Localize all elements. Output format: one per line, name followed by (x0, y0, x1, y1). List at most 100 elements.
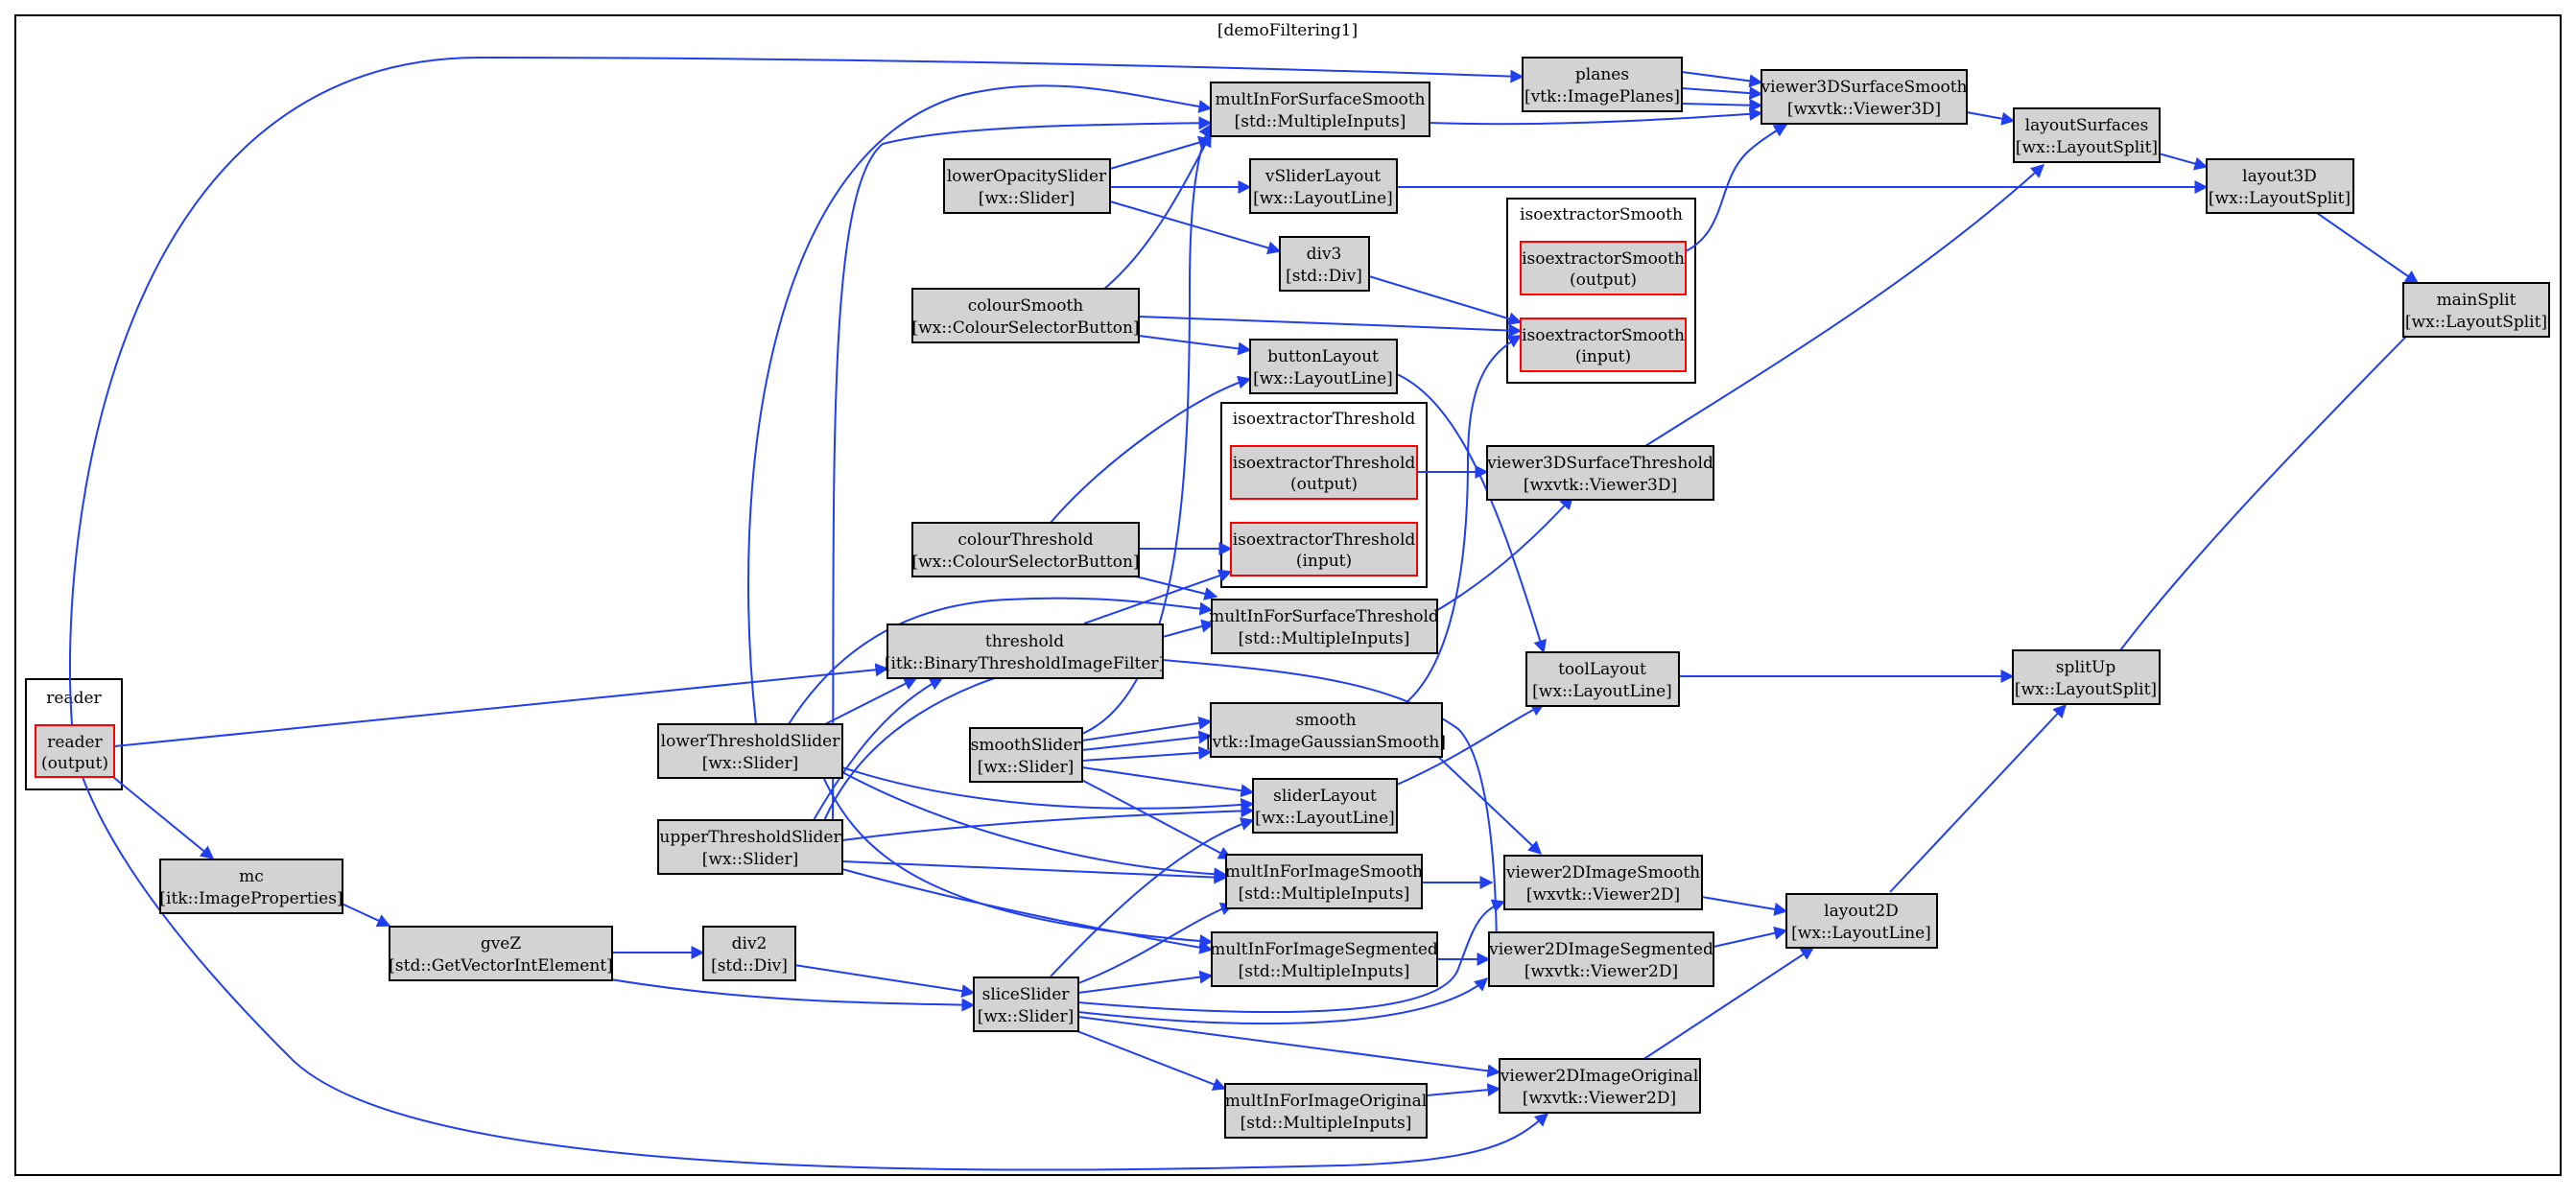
svg-text:(output): (output) (41, 754, 108, 773)
node-reader-output[interactable]: reader (output) (35, 724, 115, 778)
node-div3[interactable]: div3 [std::Div] (1279, 236, 1370, 292)
node-splitUp[interactable]: splitUp [wx::LayoutSplit] (2012, 649, 2161, 705)
svg-text:[wx::ColourSelectorButton]: [wx::ColourSelectorButton] (911, 553, 1139, 572)
node-layoutSurfaces[interactable]: layoutSurfaces [wx::LayoutSplit] (2013, 107, 2161, 163)
node-viewer2DImageOriginal[interactable]: viewer2DImageOriginal [wxvtk::Viewer2D] (1499, 1058, 1701, 1114)
node-layout2D[interactable]: layout2D [wx::LayoutLine] (1785, 893, 1938, 949)
node-layout3D[interactable]: layout3D [wx::LayoutSplit] (2206, 158, 2354, 214)
node-isoextractorSmooth-input[interactable]: isoextractorSmooth (input) (1520, 318, 1687, 372)
node-multInForSurfaceSmooth[interactable]: multInForSurfaceSmooth [std::MultipleInp… (1210, 82, 1430, 137)
edge-upperThresholdSlider-threshold (813, 677, 944, 821)
edge-colourThreshold-buttonLayout (1050, 375, 1252, 524)
edge-mc-gveZ (341, 903, 391, 928)
edge-smoothSlider-multInForImageSmooth (1072, 774, 1233, 859)
edge-smooth-isoSmooth_in (1400, 335, 1523, 708)
node-planes[interactable]: planes [vtk::ImagePlanes] (1522, 57, 1683, 112)
edge-planes-viewer3DSurfaceSmooth-a (1681, 71, 1763, 88)
svg-text:[std::MultipleInputs]: [std::MultipleInputs] (1239, 884, 1410, 904)
svg-text:[vtk::ImageGaussianSmooth]: [vtk::ImageGaussianSmooth] (1206, 733, 1446, 752)
svg-text:(output): (output) (1570, 271, 1637, 290)
node-smoothSlider[interactable]: smoothSlider [wx::Slider] (969, 727, 1083, 783)
svg-text:sliceSlider: sliceSlider (982, 985, 1071, 1004)
svg-text:colourSmooth: colourSmooth (968, 296, 1084, 316)
svg-text:gveZ: gveZ (481, 934, 522, 953)
cluster-label-isoextractorThreshold: isoextractorThreshold (1233, 410, 1416, 429)
edge-viewer3DSurfaceSmooth-layoutSurfaces (1966, 111, 2016, 126)
edge-reader-planes (68, 56, 1524, 725)
node-viewer3DSurfaceSmooth[interactable]: viewer3DSurfaceSmooth [wxvtk::Viewer3D] (1760, 69, 1968, 125)
svg-text:layout3D: layout3D (2242, 167, 2317, 186)
svg-text:[wx::LayoutSplit]: [wx::LayoutSplit] (2209, 189, 2351, 208)
svg-text:smoothSlider: smoothSlider (971, 736, 1082, 755)
svg-text:[wx::Slider]: [wx::Slider] (702, 850, 798, 869)
node-colourThreshold[interactable]: colourThreshold [wx::ColourSelectorButto… (911, 522, 1140, 577)
svg-text:[wxvtk::Viewer3D]: [wxvtk::Viewer3D] (1524, 476, 1677, 495)
svg-text:mainSplit: mainSplit (2437, 291, 2517, 310)
svg-text:[vtk::ImagePlanes]: [vtk::ImagePlanes] (1524, 87, 1680, 106)
node-threshold[interactable]: threshold [itk::BinaryThresholdImageFilt… (885, 624, 1165, 679)
node-vSliderLayout[interactable]: vSliderLayout [wx::LayoutLine] (1249, 158, 1398, 214)
edge-threshold-isoThreshold_in (1083, 569, 1233, 624)
node-gveZ[interactable]: gveZ [std::GetVectorIntElement] (389, 926, 613, 981)
svg-text:(input): (input) (1296, 552, 1352, 571)
svg-text:colourThreshold: colourThreshold (957, 530, 1093, 550)
node-viewer2DImageSegmented[interactable]: viewer2DImageSegmented [wxvtk::Viewer2D] (1488, 931, 1714, 987)
node-multInForImageSegmented[interactable]: multInForImageSegmented [std::MultipleIn… (1210, 931, 1438, 987)
node-smooth[interactable]: smooth [vtk::ImageGaussianSmooth] (1206, 702, 1446, 758)
edge-upperThresholdSlider-sliderLayout (841, 804, 1255, 841)
svg-text:sliderLayout: sliderLayout (1273, 787, 1377, 806)
edge-upperThresholdSlider-multInForImageSegmented (841, 868, 1214, 954)
edge-div2-sliceSlider (793, 964, 976, 998)
svg-text:isoextractorSmooth: isoextractorSmooth (1522, 326, 1685, 345)
node-mainSplit[interactable]: mainSplit [wx::LayoutSplit] (2402, 282, 2550, 338)
svg-text:multInForSurfaceThreshold: multInForSurfaceThreshold (1209, 607, 1439, 626)
edge-sliderLayout-toolLayout (1396, 703, 1546, 786)
node-viewer3DSurfaceThreshold[interactable]: viewer3DSurfaceThreshold [wxvtk::Viewer3… (1486, 445, 1714, 501)
svg-text:buttonLayout: buttonLayout (1267, 347, 1379, 366)
edge-smoothSlider-smooth-c (1081, 745, 1213, 762)
node-sliderLayout[interactable]: sliderLayout [wx::LayoutLine] (1252, 778, 1398, 834)
node-lowerThresholdSlider[interactable]: lowerThresholdSlider [wx::Slider] (657, 723, 843, 779)
svg-text:[std::Div]: [std::Div] (711, 956, 788, 976)
svg-text:[wx::Slider]: [wx::Slider] (978, 1007, 1074, 1026)
node-isoextractorSmooth-output[interactable]: isoextractorSmooth (output) (1520, 241, 1687, 295)
node-isoextractorThreshold-input[interactable]: isoextractorThreshold (input) (1230, 522, 1418, 576)
node-div2[interactable]: div2 [std::Div] (702, 926, 796, 981)
cluster-isoextractorSmooth: isoextractorSmooth (1506, 198, 1696, 384)
svg-text:[wx::LayoutLine]: [wx::LayoutLine] (1255, 809, 1395, 828)
node-buttonLayout[interactable]: buttonLayout [wx::LayoutLine] (1249, 339, 1398, 394)
edge-layout2D-splitUp (1889, 703, 2067, 893)
edge-layoutSurfaces-layout3D (2158, 153, 2209, 171)
svg-text:[wxvtk::Viewer2D]: [wxvtk::Viewer2D] (1523, 1089, 1676, 1108)
svg-text:multInForImageSegmented: multInForImageSegmented (1210, 940, 1438, 959)
svg-text:[std::Div]: [std::Div] (1286, 267, 1362, 286)
node-colourSmooth[interactable]: colourSmooth [wx::ColourSelectorButton] (911, 288, 1140, 343)
edge-lowerOpacitySlider-div3 (1109, 200, 1282, 255)
node-isoextractorThreshold-output[interactable]: isoextractorThreshold (output) (1230, 445, 1418, 500)
svg-text:div3: div3 (1307, 245, 1342, 264)
edge-lowerThresholdSlider-sliderLayout (841, 766, 1255, 812)
svg-text:threshold: threshold (985, 632, 1064, 651)
node-viewer2DImageSmooth[interactable]: viewer2DImageSmooth [wxvtk::Viewer2D] (1503, 855, 1703, 910)
node-lowerOpacitySlider[interactable]: lowerOpacitySlider [wx::Slider] (943, 158, 1111, 214)
svg-text:planes: planes (1575, 65, 1629, 84)
svg-text:[wx::Slider]: [wx::Slider] (702, 754, 798, 773)
node-multInForSurfaceThreshold[interactable]: multInForSurfaceThreshold [std::Multiple… (1209, 599, 1439, 654)
edge-div3-isoSmooth_in (1368, 275, 1523, 326)
svg-text:[std::MultipleInputs]: [std::MultipleInputs] (1239, 962, 1410, 981)
edges (68, 56, 2446, 1171)
node-sliceSlider[interactable]: sliceSlider [wx::Slider] (973, 976, 1079, 1032)
node-mc[interactable]: mc [itk::ImageProperties] (159, 859, 343, 914)
svg-text:viewer2DImageOriginal: viewer2DImageOriginal (1500, 1067, 1699, 1086)
edge-planes-viewer3DSurfaceSmooth-b (1681, 86, 1763, 101)
node-multInForImageOriginal[interactable]: multInForImageOriginal [std::MultipleInp… (1224, 1083, 1428, 1139)
edge-smoothSlider-smooth-a (1081, 716, 1213, 741)
node-toolLayout[interactable]: toolLayout [wx::LayoutLine] (1525, 651, 1680, 707)
node-upperThresholdSlider[interactable]: upperThresholdSlider [wx::Slider] (657, 819, 843, 875)
node-multInForImageSmooth[interactable]: multInForImageSmooth [std::MultipleInput… (1225, 854, 1423, 909)
svg-text:toolLayout: toolLayout (1558, 660, 1646, 679)
svg-text:[wxvtk::Viewer2D]: [wxvtk::Viewer2D] (1524, 962, 1678, 981)
edge-multInForSurfaceThreshold-viewer3DSurfaceThreshold (1433, 495, 1573, 613)
svg-text:[itk::BinaryThresholdImageFilt: [itk::BinaryThresholdImageFilter] (885, 654, 1165, 673)
